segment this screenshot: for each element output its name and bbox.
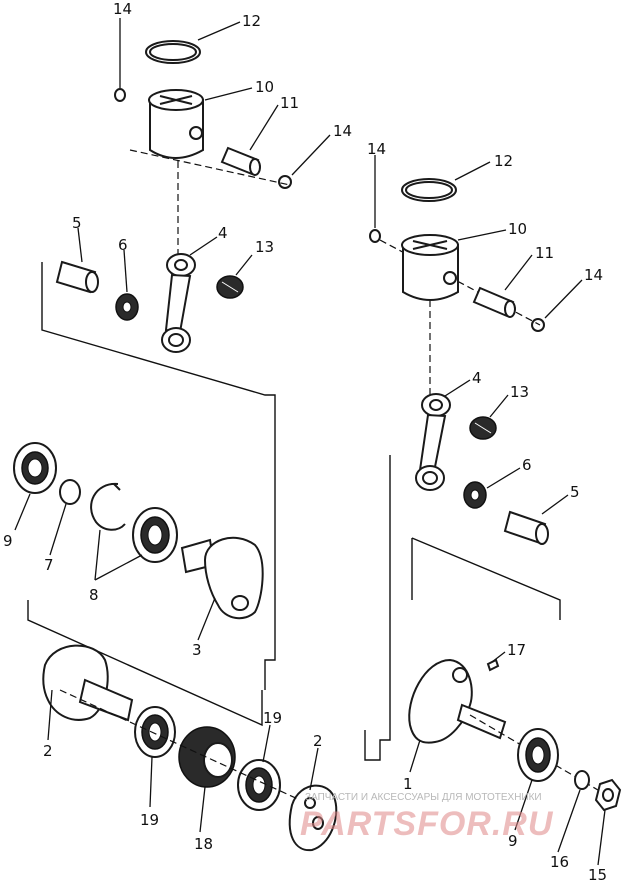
circlip-right-a — [369, 229, 381, 243]
piston-pin-right — [472, 286, 516, 318]
crank-half-lower-right — [288, 784, 338, 852]
label-r-13: 13 — [510, 383, 529, 401]
pin-axis-right — [379, 239, 541, 326]
bearing-19-b — [237, 759, 281, 811]
watermark-logo: PARTSFOR.RU — [300, 805, 554, 843]
piston-right — [401, 234, 459, 301]
needle-bearing-right — [463, 481, 487, 509]
bushing-right — [503, 510, 549, 545]
label-l-13: 13 — [255, 238, 274, 256]
main-bearing-right — [517, 728, 559, 782]
watermark-text: ЗАПЧАСТИ И АКСЕССУАРЫ ДЛЯ МОТОТЕХНИКИ — [305, 792, 542, 803]
label-l-18: 18 — [194, 835, 213, 853]
label-l-4: 4 — [218, 224, 228, 242]
label-r-16: 16 — [550, 853, 569, 871]
label-r-14a: 14 — [367, 140, 386, 158]
gear-18 — [178, 726, 236, 788]
leader-lines — [14, 18, 606, 866]
bracket-right-rod — [364, 455, 391, 761]
pin-axis-left — [129, 149, 291, 186]
label-l-10: 10 — [255, 78, 274, 96]
crank-half-right — [408, 658, 507, 744]
label-l-7: 7 — [44, 556, 54, 574]
needle-bearing-small-end-right — [469, 416, 497, 440]
label-r-15: 15 — [588, 866, 607, 882]
bracket-left-crank — [27, 600, 263, 727]
label-r-12: 12 — [494, 152, 513, 170]
label-l-12: 12 — [242, 12, 261, 30]
part-number-labels: 14 12 10 11 14 5 6 4 13 14 12 10 11 14 4… — [3, 0, 607, 882]
circlip-left-b — [278, 175, 292, 189]
crank-axis-left — [59, 689, 301, 801]
connecting-rod-left — [161, 253, 196, 353]
piston-ring-right — [401, 178, 457, 202]
label-l-6: 6 — [118, 236, 128, 254]
snap-ring-left — [59, 479, 81, 505]
label-l-8: 8 — [89, 586, 99, 604]
circlip-left-a — [114, 88, 126, 102]
label-l-9: 9 — [3, 532, 13, 550]
nut-15 — [594, 778, 622, 812]
piston-pin-left — [220, 146, 261, 176]
label-l-19a: 19 — [140, 811, 159, 829]
needle-bearing-small-end-left — [216, 275, 244, 299]
crank-half-lower-left — [42, 644, 134, 722]
bracket-left-rod — [41, 262, 276, 690]
label-r-11: 11 — [535, 244, 554, 262]
crank-half-left — [180, 536, 264, 620]
label-l-5: 5 — [72, 214, 82, 232]
crank-bearing-left — [132, 507, 178, 563]
bearing-19-a — [134, 706, 176, 758]
label-l-19b: 19 — [263, 709, 282, 727]
label-r-6: 6 — [522, 456, 532, 474]
connecting-rod-right — [415, 393, 451, 491]
bushing-left — [55, 260, 99, 294]
label-r-10: 10 — [508, 220, 527, 238]
circlip-right-b — [531, 318, 545, 332]
label-r-14b: 14 — [584, 266, 603, 284]
bracket-right-top — [411, 537, 561, 620]
label-l-3: 3 — [192, 641, 202, 659]
piston-left — [148, 89, 204, 159]
label-r-17: 17 — [507, 641, 526, 659]
label-r-9: 9 — [508, 832, 518, 850]
label-l-11: 11 — [280, 94, 299, 112]
label-r-5: 5 — [570, 483, 580, 501]
label-r-4: 4 — [472, 369, 482, 387]
washer-16 — [574, 770, 590, 790]
label-l-14a: 14 — [113, 0, 132, 18]
piston-ring-left — [145, 40, 201, 64]
label-l-2b: 2 — [313, 732, 323, 750]
crank-axis-right — [469, 714, 616, 801]
needle-bearing-left — [115, 293, 139, 321]
retaining-ring-gap — [113, 483, 121, 491]
retaining-ring-left — [90, 482, 126, 531]
label-l-14b: 14 — [333, 122, 352, 140]
label-r-1: 1 — [403, 775, 413, 793]
label-l-2a: 2 — [43, 742, 53, 760]
main-bearing-left — [13, 442, 57, 494]
